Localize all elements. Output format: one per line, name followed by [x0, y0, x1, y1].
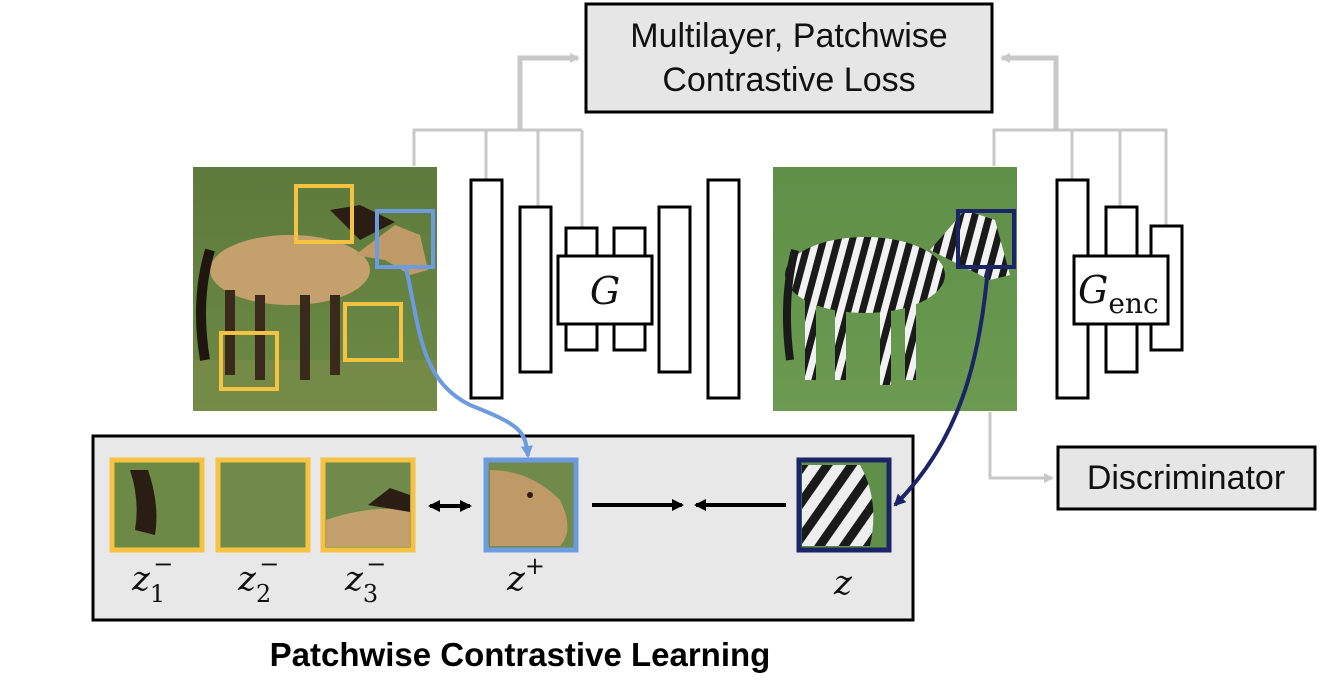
discriminator-connector [988, 412, 1054, 483]
label-z-query: z [833, 563, 853, 603]
label-z1-neg: z1− [131, 550, 173, 608]
encoder-label: Genc [1078, 268, 1159, 320]
horse-positive-patch [375, 209, 435, 269]
panel-title: Patchwise Contrastive Learning [270, 636, 771, 673]
query-patch [796, 457, 892, 553]
right-connector-lines [992, 53, 1168, 226]
positive-patch-curve-arrow [404, 267, 533, 458]
encoder-network [1055, 178, 1184, 400]
horse-input-image [193, 167, 437, 411]
label-z3-neg: z3− [344, 550, 386, 608]
query-patch-curve-arrow [893, 266, 990, 507]
horse-negative-patch-leg [219, 331, 279, 391]
horse-negative-patch-top [294, 184, 354, 244]
loss-box-line2: Contrastive Loss [662, 61, 915, 99]
discriminator-box: Discriminator [1056, 445, 1317, 511]
horse-negative-patch-mid [343, 302, 403, 362]
positive-patch [483, 457, 579, 553]
label-z-pos: z+ [506, 552, 545, 599]
loss-box-line1: Multilayer, Patchwise [630, 17, 947, 55]
zebra-output-image [773, 167, 1017, 411]
contrastive-loss-box: Multilayer, Patchwise Contrastive Loss [584, 2, 994, 114]
label-z2-neg: z2− [237, 550, 279, 608]
left-connector-lines [412, 53, 584, 228]
discriminator-label: Discriminator [1087, 459, 1285, 497]
generator-label: G [590, 269, 620, 313]
generator-network [469, 178, 741, 400]
negative-patch-3 [320, 457, 416, 553]
negative-patch-1 [109, 457, 205, 553]
negative-patch-2 [215, 457, 311, 553]
